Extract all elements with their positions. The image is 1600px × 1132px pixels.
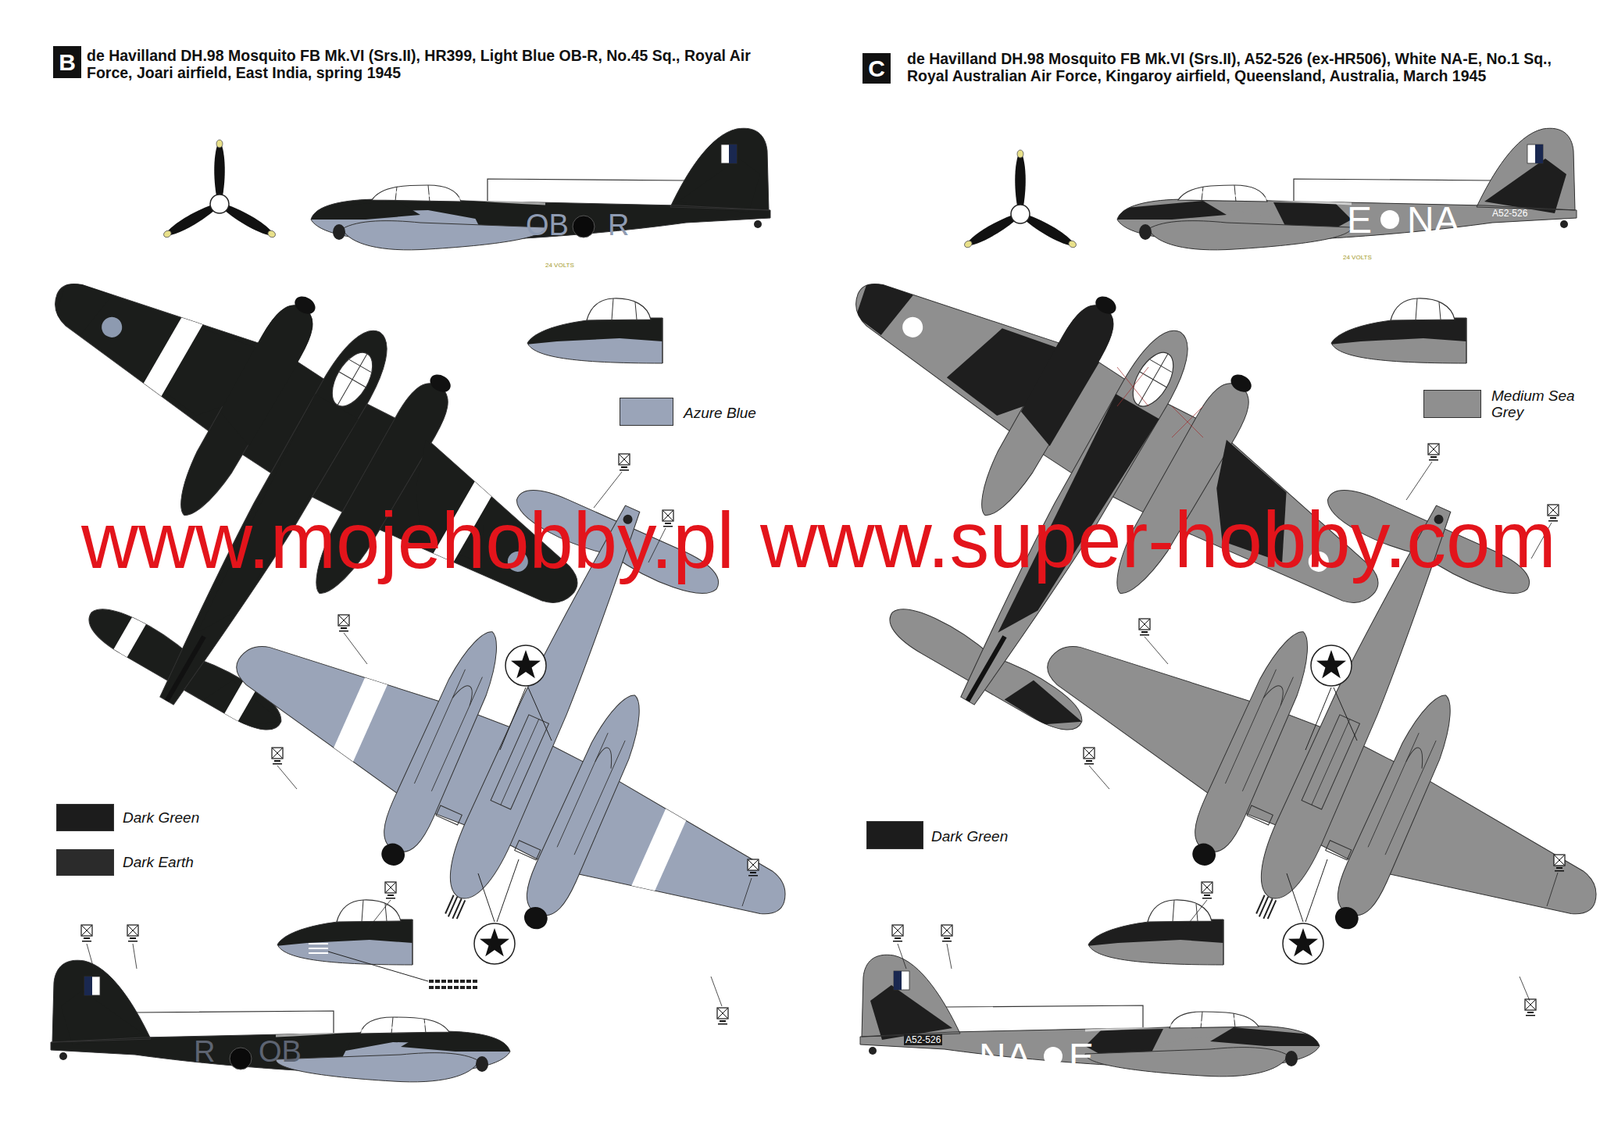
stencil-marker bbox=[892, 925, 904, 943]
stencil-marker bbox=[338, 614, 350, 633]
bottom-view-b bbox=[177, 387, 905, 1040]
stencil-marker bbox=[81, 925, 93, 943]
panel-letter-box: B bbox=[53, 46, 82, 79]
watermark: www.mojehobby.pl bbox=[81, 500, 735, 580]
ammunition-row bbox=[428, 979, 434, 983]
ammunition-row bbox=[441, 985, 447, 990]
propeller-b bbox=[161, 139, 279, 241]
code-letters: R bbox=[607, 210, 629, 240]
ammunition-row bbox=[441, 979, 447, 983]
aircraft-illustration bbox=[1117, 367, 1204, 438]
profile-title: de Havilland DH.98 Mosquito FB Mk.VI (Sr… bbox=[86, 46, 775, 83]
legend-swatch bbox=[56, 849, 115, 876]
legend-label: Dark Green bbox=[122, 810, 200, 827]
legend-swatch bbox=[1423, 389, 1482, 418]
code-letters: E bbox=[1068, 1038, 1094, 1076]
star-insignia bbox=[505, 645, 547, 686]
ammunition-row bbox=[435, 979, 440, 983]
stencil-marker bbox=[81, 453, 759, 1025]
stencil-marker bbox=[941, 925, 953, 943]
leader-line bbox=[1286, 687, 1358, 922]
propeller-b bbox=[161, 139, 279, 241]
propeller-c bbox=[962, 150, 1079, 251]
stencil-marker bbox=[385, 882, 397, 900]
side-view-b bbox=[41, 959, 511, 1116]
ammunition-row bbox=[472, 979, 478, 983]
ammunition-row bbox=[428, 979, 478, 990]
nose-inset-c bbox=[1086, 897, 1224, 965]
legend-label: Dark Earth bbox=[122, 854, 194, 872]
code-letters: NA bbox=[978, 1038, 1032, 1076]
stencil-marker bbox=[1428, 443, 1440, 461]
ammunition-row bbox=[453, 979, 459, 983]
profile-title: de Havilland DH.98 Mosquito FB Mk.VI (Sr… bbox=[907, 50, 1591, 86]
legend-swatch bbox=[619, 397, 674, 426]
stencil-marker bbox=[1139, 618, 1150, 636]
panel-letter-box: C bbox=[862, 53, 891, 84]
stencil-marker bbox=[618, 453, 630, 472]
stencil-marker bbox=[271, 747, 283, 765]
stencil-marker bbox=[717, 1007, 729, 1025]
ammunition-row bbox=[466, 979, 472, 983]
code-letters: E bbox=[1346, 201, 1372, 240]
ammunition-row bbox=[428, 985, 434, 990]
serial-number: A52-526 bbox=[903, 1034, 943, 1046]
roundel bbox=[572, 215, 595, 238]
legend-label: Azure Blue bbox=[683, 405, 757, 422]
ammunition-row bbox=[460, 979, 465, 983]
stencil-marker bbox=[747, 859, 759, 877]
aircraft-illustration bbox=[308, 943, 329, 954]
ammunition-row bbox=[466, 985, 472, 990]
legend-label: Medium Sea Grey bbox=[1491, 388, 1581, 422]
stencil-marker bbox=[1525, 999, 1536, 1017]
ammunition-row bbox=[472, 985, 478, 990]
ammunition-row bbox=[435, 985, 440, 990]
code-letters: R bbox=[193, 1036, 215, 1067]
panel-letter: B bbox=[58, 50, 76, 75]
roundel bbox=[1380, 210, 1400, 229]
roundel bbox=[229, 1047, 252, 1070]
stencil-marker bbox=[1553, 854, 1565, 872]
stencil-text: 24 VOLTS bbox=[1342, 254, 1372, 261]
star-insignia bbox=[1310, 645, 1352, 686]
ammunition-row bbox=[447, 985, 453, 990]
roundel bbox=[1043, 1046, 1063, 1066]
stencil-marker bbox=[1201, 882, 1213, 900]
legend-swatch bbox=[56, 803, 115, 832]
star-insignia bbox=[1282, 923, 1324, 965]
aircraft-illustration bbox=[328, 951, 429, 982]
side-view-c bbox=[850, 953, 1320, 1111]
bottom-view-c bbox=[988, 387, 1600, 1040]
stencil-marker bbox=[127, 925, 139, 943]
propeller-c bbox=[962, 150, 1079, 251]
side-view-c bbox=[1117, 127, 1586, 284]
legend-label: Dark Green bbox=[931, 828, 1008, 846]
ammunition-row bbox=[453, 985, 459, 990]
star-insignia bbox=[474, 923, 515, 965]
leader-line bbox=[478, 687, 552, 922]
code-letters: OB bbox=[258, 1036, 302, 1067]
nose-inset-b bbox=[525, 296, 663, 364]
side-view-b bbox=[310, 127, 780, 284]
code-letters: NA bbox=[1407, 201, 1460, 240]
ammunition-row bbox=[460, 985, 465, 990]
stencil-marker bbox=[1083, 747, 1095, 765]
stencil-text: 24 VOLTS bbox=[545, 262, 575, 269]
serial-number: A52-526 bbox=[1492, 208, 1528, 218]
code-letters: OB bbox=[525, 210, 569, 240]
legend-swatch bbox=[866, 821, 924, 850]
watermark: www.super-hobby.com bbox=[760, 500, 1557, 580]
ammunition-row bbox=[447, 979, 453, 983]
nose-inset-b bbox=[275, 897, 413, 965]
nose-inset-c bbox=[1329, 296, 1467, 364]
panel-letter: C bbox=[867, 57, 886, 81]
